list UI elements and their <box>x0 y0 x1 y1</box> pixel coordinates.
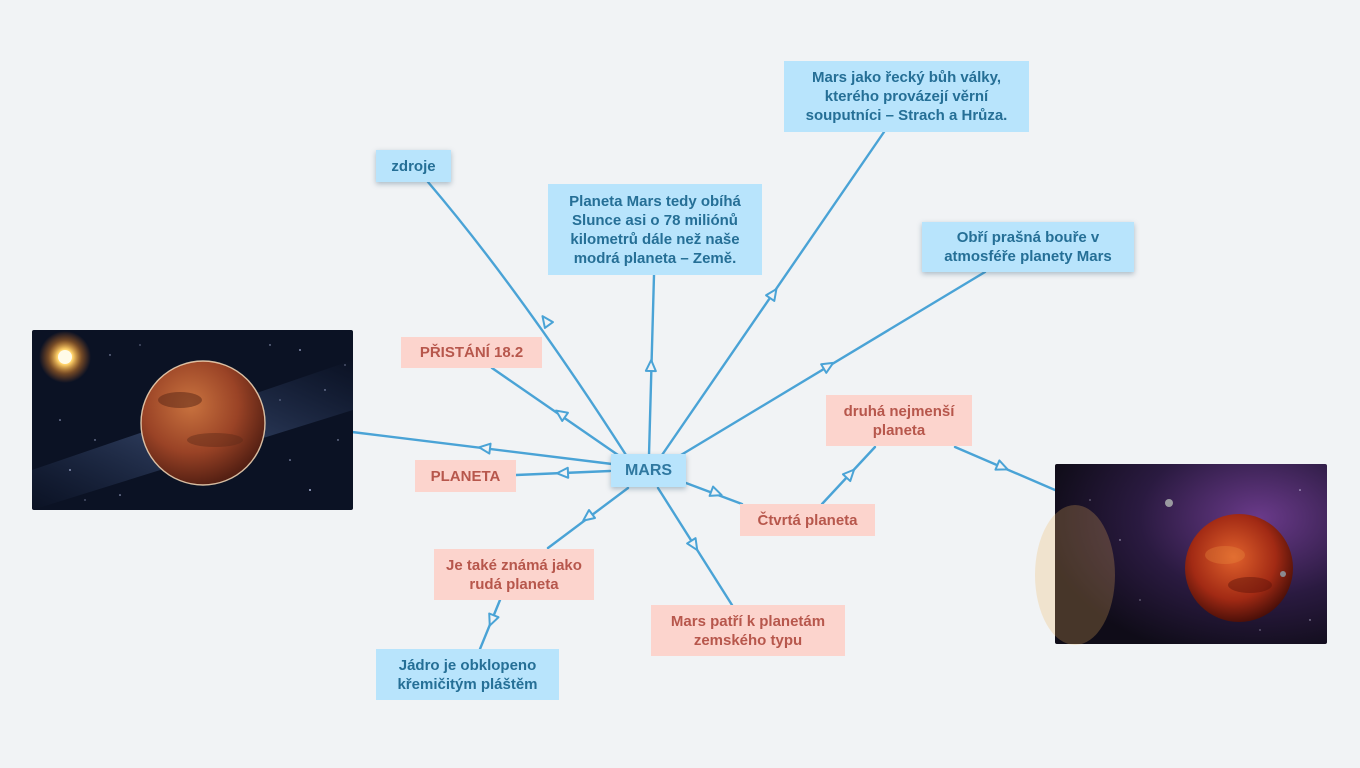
arrowhead-core <box>488 612 500 627</box>
connector-landing <box>490 366 620 457</box>
node-fourth[interactable]: Čtvrtá planeta <box>740 504 875 536</box>
arrowhead-red-planet <box>582 508 597 522</box>
arrowhead-planeta <box>556 466 570 479</box>
arrowhead-zdroje <box>541 315 554 329</box>
mars-sun-image[interactable] <box>32 330 353 510</box>
node-mars-god[interactable]: Mars jako řecký bůh války, kterého prová… <box>784 61 1029 132</box>
node-second-smallest[interactable]: druhá nejmenší planeta <box>826 395 972 446</box>
arrowhead-landing <box>555 409 569 422</box>
node-landing[interactable]: PŘISTÁNÍ 18.2 <box>401 337 542 368</box>
arrowhead-storm <box>820 361 835 374</box>
arrowhead-image-left <box>478 442 492 455</box>
arrowhead-image-right <box>994 459 1009 471</box>
center-node-mars[interactable]: MARS <box>611 454 686 487</box>
mars-moons-image[interactable] <box>1035 464 1327 645</box>
connector-zdroje <box>426 180 628 457</box>
node-core[interactable]: Jádro je obklopeno křemičitým pláštěm <box>376 649 559 700</box>
arrowhead-orbit <box>644 359 657 373</box>
arrowhead-terrestrial <box>686 537 699 552</box>
node-planeta[interactable]: PLANETA <box>415 460 516 492</box>
arrowhead-mars-god <box>765 288 778 302</box>
node-zdroje[interactable]: zdroje <box>376 150 451 182</box>
node-terrestrial[interactable]: Mars patří k planetám zemského typu <box>651 605 845 656</box>
node-storm[interactable]: Obří prašná bouře v atmosféře planety Ma… <box>922 222 1134 272</box>
node-red-planet[interactable]: Je také známá jako rudá planeta <box>434 549 594 600</box>
arrowhead-second-smallest <box>841 468 856 483</box>
node-orbit[interactable]: Planeta Mars tedy obíhá Slunce asi o 78 … <box>548 184 762 275</box>
arrowhead-fourth <box>708 485 723 497</box>
